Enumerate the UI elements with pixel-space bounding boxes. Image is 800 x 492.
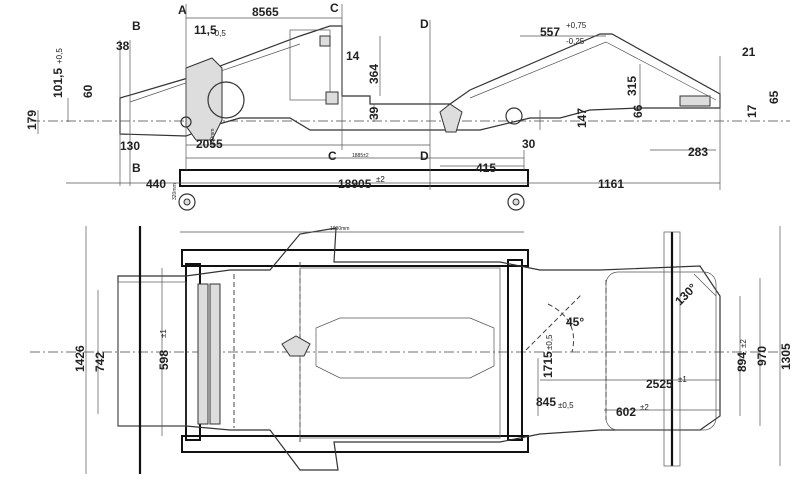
dim-30: 30 [522, 137, 536, 151]
side-view [30, 4, 790, 211]
dim-101-5: 101,5 [51, 68, 65, 98]
dim-11-5: 11,5 [194, 23, 217, 37]
dim-14: 14 [346, 49, 360, 63]
dim-8565: 8565 [252, 5, 279, 19]
dim-970: 970 [755, 346, 769, 366]
dim-38: 38 [116, 39, 130, 53]
dim-415: 415 [476, 161, 496, 175]
dim-6022: 602 [616, 405, 636, 419]
dim-130-deg: 130° [672, 281, 700, 309]
dim-315: 315 [625, 76, 639, 96]
dim-small-left: 320mm [172, 183, 178, 200]
dim-18905: 18905 [338, 177, 372, 191]
dim-742: 742 [93, 352, 107, 372]
dim-598-tol: ±1 [159, 329, 168, 338]
dim-1426: 1426 [73, 345, 87, 372]
dim-179: 179 [25, 110, 39, 130]
dim-2525: 2525 [646, 377, 673, 391]
dim-small-mid: 1260mm [210, 129, 216, 148]
dim-small-center: 1885±2 [352, 153, 369, 159]
dim-1715: 1715 [541, 351, 555, 378]
dim-147: 147 [575, 108, 589, 128]
dim-101-5-tol: +0,5 [55, 48, 64, 64]
dim-66: 66 [631, 104, 645, 118]
plan-view [30, 226, 790, 474]
dim-17: 17 [745, 104, 759, 118]
dim-557: 557 [540, 25, 560, 39]
dim-6022-tol: ±2 [640, 403, 649, 412]
dim-557-tol-dn: -0,25 [566, 37, 585, 46]
dim-21: 21 [742, 45, 756, 59]
dim-60: 60 [81, 84, 95, 98]
section-label-a: A [178, 3, 187, 17]
dim-1715-tol: ±0,5 [545, 334, 554, 350]
dim-45-deg: 45° [566, 315, 584, 329]
dim-2525-tol: ±1 [678, 375, 687, 384]
section-label-c-bottom: C [328, 149, 337, 163]
section-label-d-bottom: D [420, 149, 429, 163]
section-label-c-top: C [330, 1, 339, 15]
dim-65: 65 [767, 90, 781, 104]
dim-1305: 1305 [779, 343, 793, 370]
dim-1161: 1161 [598, 177, 624, 191]
left-caster [178, 193, 196, 211]
dim-557-tol-up: +0,75 [566, 21, 587, 30]
dim-845-tol: ±0,5 [558, 401, 574, 410]
section-label-b-bottom: B [132, 161, 141, 175]
dim-598: 598 [157, 350, 171, 370]
dim-11-5-tol: -0,5 [212, 29, 226, 38]
dim-39: 39 [367, 106, 381, 120]
dim-283: 283 [688, 145, 708, 159]
dim-2055: 2055 [196, 137, 223, 151]
dim-18905-tol: ±2 [376, 175, 385, 184]
dim-8942-tol: ±2 [739, 339, 748, 348]
right-caster [507, 193, 525, 211]
section-label-d-top: D [420, 17, 429, 31]
dim-8942: 894 [735, 352, 749, 372]
dim-440: 440 [146, 177, 166, 191]
dim-364: 364 [367, 64, 381, 84]
dim-130: 130 [120, 139, 140, 153]
dim-845: 845 [536, 395, 556, 409]
section-label-b-top: B [132, 19, 141, 33]
dim-small-top: 1990mm [330, 226, 349, 232]
